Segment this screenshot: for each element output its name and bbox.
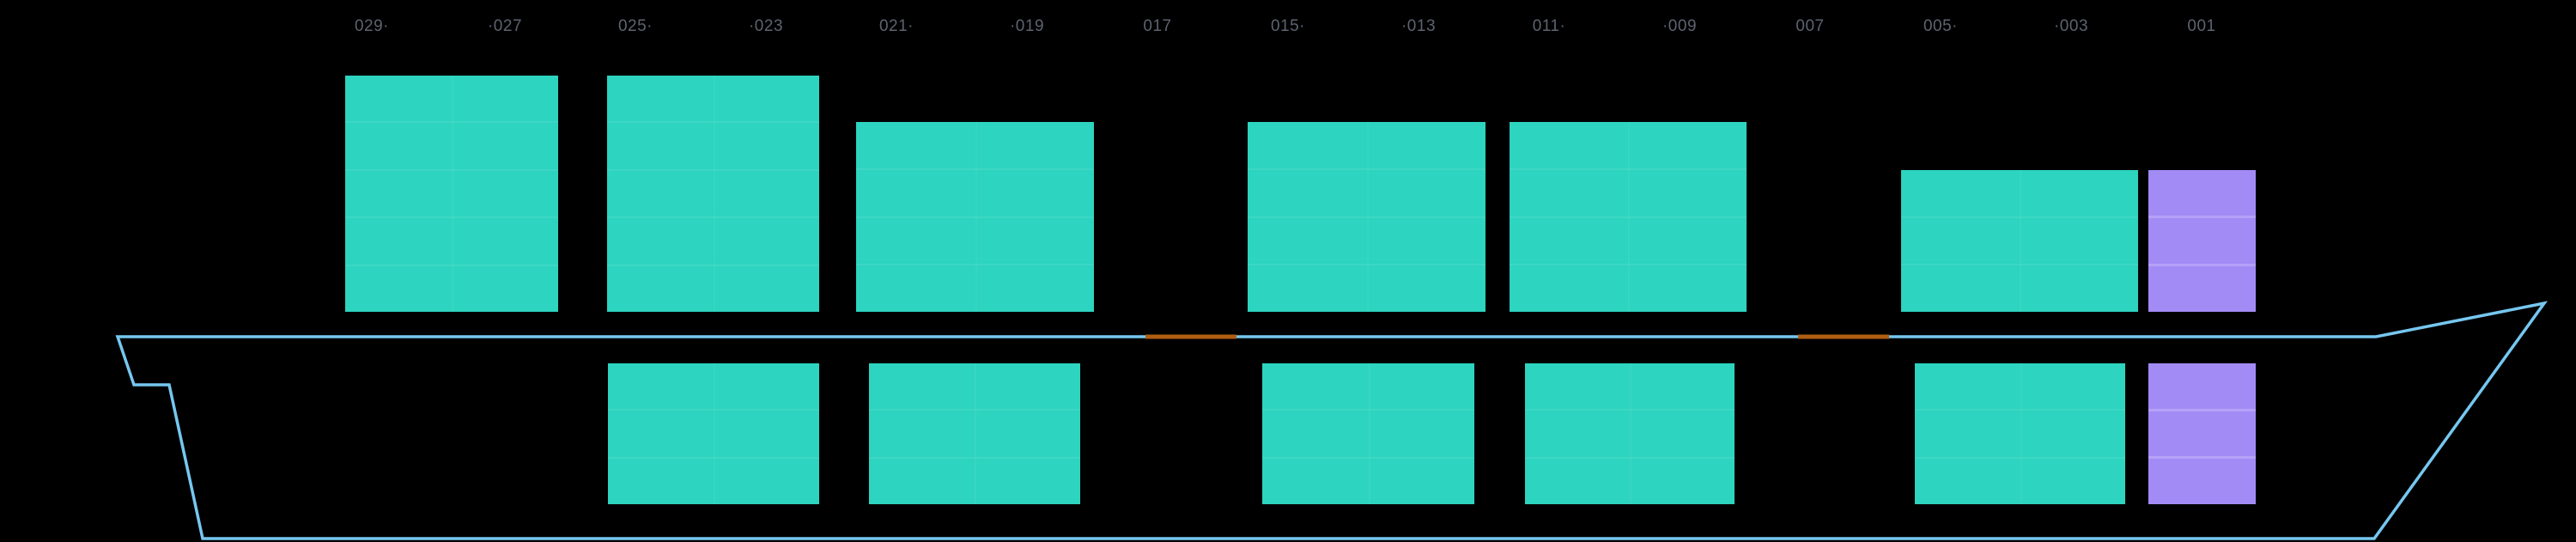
container-tier — [1510, 216, 1747, 265]
bay-label: 011· — [1532, 17, 1566, 35]
container-tier — [2148, 363, 2256, 409]
container-tier — [608, 409, 819, 456]
below-deck-stack[interactable] — [608, 363, 819, 504]
bay-label: 007 — [1795, 17, 1825, 35]
container-tier — [1525, 409, 1735, 456]
container-tier — [1525, 456, 1735, 504]
container-tier — [345, 168, 558, 216]
below-deck-stack[interactable] — [1915, 363, 2125, 504]
container-tier — [869, 456, 1080, 504]
container-tier — [869, 363, 1080, 409]
container-tier — [1262, 456, 1474, 504]
container-tier — [1248, 264, 1485, 312]
container-tier — [1262, 409, 1474, 456]
container-tier — [607, 121, 819, 168]
bay-label: ·009 — [1662, 17, 1698, 35]
container-tier — [1901, 170, 2138, 216]
container-tier — [869, 409, 1080, 456]
container-tier — [856, 167, 1094, 216]
bay-label: ·013 — [1400, 17, 1437, 35]
container-tier — [2148, 456, 2256, 504]
container-tier — [1901, 264, 2138, 312]
container-tier — [856, 216, 1094, 265]
container-tier — [345, 76, 558, 121]
container-tier — [1262, 363, 1474, 409]
bay-label: ·019 — [1009, 17, 1045, 35]
container-tier — [608, 456, 819, 504]
container-tier — [1248, 122, 1485, 168]
container-tier — [2148, 264, 2256, 312]
container-tier — [607, 216, 819, 264]
bay-label: 017 — [1143, 17, 1172, 35]
container-tier — [1901, 216, 2138, 265]
container-tier — [345, 121, 558, 168]
container-tier — [1248, 216, 1485, 265]
below-deck-stack[interactable] — [869, 363, 1080, 504]
bay-label: 029· — [354, 17, 390, 35]
bay-label: 021· — [878, 17, 914, 35]
container-tier — [607, 168, 819, 216]
container-tier — [1525, 363, 1735, 409]
container-tier — [1248, 167, 1485, 216]
below-deck-stack[interactable] — [1525, 363, 1735, 504]
container-tier — [345, 264, 558, 312]
bay-label: 015· — [1270, 17, 1306, 35]
container-tier — [607, 76, 819, 121]
container-tier — [607, 264, 819, 312]
container-tier — [1915, 363, 2125, 409]
above-deck-stack[interactable] — [607, 76, 819, 312]
below-deck-stack[interactable] — [2148, 363, 2256, 504]
container-tier — [1915, 456, 2125, 504]
container-tier — [1510, 122, 1747, 168]
container-tier — [1510, 264, 1747, 312]
container-tier — [856, 264, 1094, 312]
bay-label: ·003 — [2053, 17, 2089, 35]
above-deck-stack[interactable] — [345, 76, 558, 312]
above-deck-stack[interactable] — [856, 122, 1094, 312]
container-tier — [1915, 409, 2125, 456]
container-tier — [1510, 167, 1747, 216]
container-tier — [2148, 216, 2256, 264]
below-deck-stack[interactable] — [1262, 363, 1474, 504]
above-deck-stack[interactable] — [1901, 170, 2138, 312]
container-tier — [856, 122, 1094, 168]
container-tier — [345, 216, 558, 264]
bay-label: ·027 — [487, 17, 523, 35]
bay-label: 001 — [2187, 17, 2216, 35]
hull-outline — [115, 301, 2549, 540]
above-deck-stack[interactable] — [1510, 122, 1747, 312]
bay-label: ·023 — [748, 17, 784, 35]
container-tier — [608, 363, 819, 409]
bay-label: 005· — [1923, 17, 1959, 35]
above-deck-stack[interactable] — [2148, 170, 2256, 312]
container-tier — [2148, 170, 2256, 216]
container-tier — [2148, 408, 2256, 457]
above-deck-stack[interactable] — [1248, 122, 1485, 312]
bay-label: 025· — [617, 17, 653, 35]
